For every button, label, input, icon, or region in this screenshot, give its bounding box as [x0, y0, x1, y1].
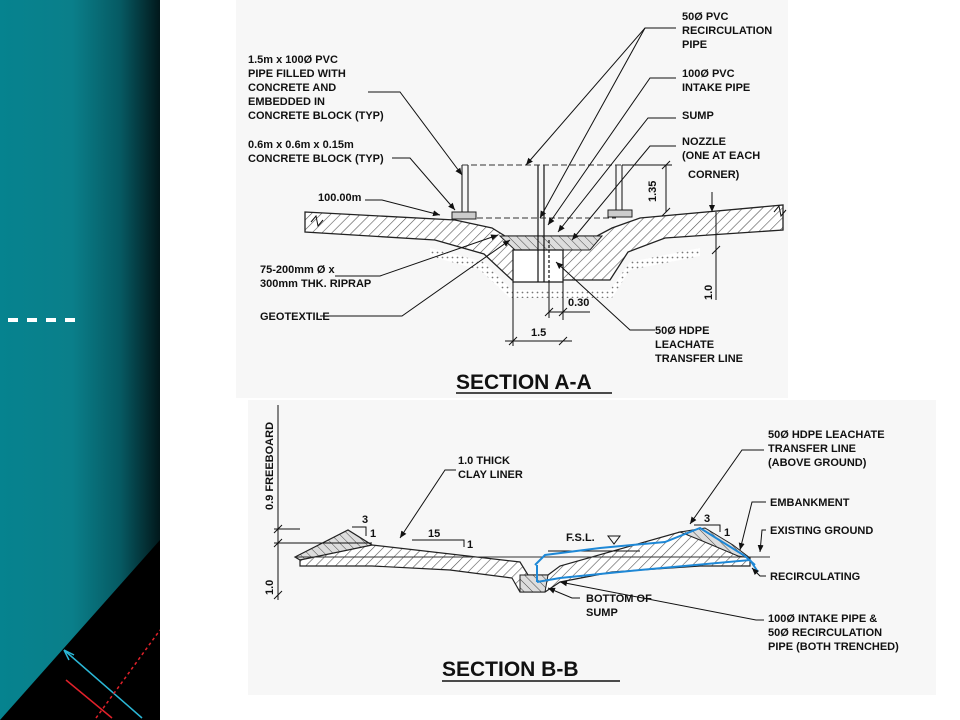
label-clay-liner: 1.0 THICK: [458, 455, 510, 467]
label-pvc-block: EMBEDDED IN: [248, 96, 325, 108]
dim-depth: 1.0: [703, 285, 715, 300]
label-hdpe: TRANSFER LINE: [655, 353, 743, 365]
leader-bb-hdpe: [689, 449, 764, 525]
section-bb-hdpe-pipe: [534, 526, 756, 566]
leader-hdpe: [555, 261, 655, 331]
dim-sump-width: 1.5: [531, 327, 546, 339]
leader-sump: [557, 117, 676, 233]
label-pvc-block: CONCRETE BLOCK (TYP): [248, 110, 384, 122]
section-bb-dimensions: [273, 405, 372, 600]
sidebar-decoration: [0, 540, 160, 720]
sidebar-panel: [0, 0, 160, 720]
label-bb-hdpe: TRANSFER LINE: [768, 443, 856, 455]
cyan-diagonal-line: [63, 649, 143, 719]
label-recirc-pipe: 50Ø PVC: [682, 11, 729, 23]
red-diagonal-line: [65, 679, 113, 719]
section-bb-intake-pipe: [536, 558, 759, 583]
break-symbol-left: [310, 214, 324, 228]
leader-intake-pipe: [547, 77, 676, 226]
label-hdpe: 50Ø HDPE: [655, 325, 709, 337]
black-wedge: [0, 540, 160, 720]
label-sump: SUMP: [682, 110, 714, 122]
red-dotted-line: [95, 629, 160, 719]
dim-offset: 0.30: [568, 297, 589, 309]
label-elevation: 100.00m: [318, 192, 362, 204]
leader-embankment: [738, 501, 766, 551]
section-aa-panel: [236, 0, 788, 398]
slope-right-run: 1: [724, 527, 730, 539]
slope-indicators: [352, 524, 721, 547]
label-recirc-pipe: RECIRCULATION: [682, 25, 772, 37]
section-bb-right-embankment: [678, 527, 751, 559]
label-geotextile: GEOTEXTILE: [260, 311, 330, 323]
slope-left-run: 1: [370, 528, 376, 540]
label-embankment: EMBANKMENT: [770, 497, 850, 509]
slope-left-rise: 3: [362, 514, 368, 526]
label-intake: 100Ø INTAKE PIPE &: [768, 613, 877, 625]
dim-height: 1.35: [647, 181, 659, 202]
cyan-arrow-head: [63, 649, 70, 661]
label-concrete-block: 0.6m x 0.6m x 0.15m: [248, 139, 354, 151]
engineering-drawing: 1.35 1.0 0.30 1.5 1.5m x 100Ø PVC PIPE F…: [236, 0, 936, 695]
dash-marker: [8, 318, 84, 322]
leader-riprap: [335, 234, 499, 277]
slope-right-rise: 3: [704, 513, 710, 525]
label-nozzle: (ONE AT EACH: [682, 150, 760, 162]
label-riprap: 300mm THK. RIPRAP: [260, 278, 371, 290]
section-bb-sump: [519, 574, 549, 593]
leader-recirculating: [751, 567, 766, 577]
dimension-width: [505, 282, 590, 346]
cyan-arrow-head: [63, 649, 75, 656]
label-clay-liner: CLAY LINER: [458, 469, 523, 481]
label-pvc-block: CONCRETE AND: [248, 82, 336, 94]
label-intake: PIPE (BOTH TRENCHED): [768, 641, 899, 653]
section-aa-concrete-block-left: [451, 211, 477, 220]
label-recirc-pipe: PIPE: [682, 39, 707, 51]
label-intake-pipe: INTAKE PIPE: [682, 82, 750, 94]
label-concrete-block: CONCRETE BLOCK (TYP): [248, 153, 384, 165]
label-bottom-sump: SUMP: [586, 607, 618, 619]
section-aa-concrete-block-right: [607, 209, 633, 218]
leader-bottom-sump: [547, 587, 580, 599]
label-existing-ground: EXISTING GROUND: [770, 525, 873, 537]
slope-floor-run: 15: [428, 528, 440, 540]
label-fsl: F.S.L.: [566, 532, 595, 544]
fsl-marker-icon: [607, 535, 621, 545]
leader-elevation: [365, 199, 441, 217]
leader-pvc-block: [368, 91, 463, 176]
break-symbol-right: [773, 204, 787, 218]
leader-clay-liner: [399, 469, 456, 539]
label-freeboard: 0.9 FREEBOARD: [264, 422, 276, 510]
label-depth: 1.0: [264, 580, 276, 595]
label-bb-hdpe: 50Ø HDPE LEACHATE: [768, 429, 885, 441]
slope-floor-rise: 1: [467, 539, 473, 551]
leader-intake: [559, 580, 764, 621]
label-recirculating: RECIRCULATING: [770, 571, 860, 583]
section-aa-riprap: [498, 235, 604, 251]
label-intake: 50Ø RECIRCULATION: [768, 627, 882, 639]
label-nozzle: CORNER): [688, 169, 740, 181]
section-bb-title: SECTION B-B: [442, 658, 579, 681]
label-bottom-sump: BOTTOM OF: [586, 593, 652, 605]
label-bb-hdpe: (ABOVE GROUND): [768, 457, 867, 469]
label-pvc-block: 1.5m x 100Ø PVC: [248, 54, 338, 66]
leader-recirc-pipe-2: [539, 27, 646, 219]
leader-concrete-block: [392, 157, 456, 211]
label-riprap: 75-200mm Ø x: [260, 264, 335, 276]
section-bb: 0.9 FREEBOARD 1.0 3 1 15 1 3 1 1.0 THICK…: [248, 400, 936, 695]
label-intake-pipe: 100Ø PVC: [682, 68, 735, 80]
section-aa-title: SECTION A-A: [456, 371, 592, 394]
section-aa-soil: [430, 248, 700, 298]
leader-existing-ground: [757, 529, 766, 553]
label-hdpe: LEACHATE: [655, 339, 714, 351]
section-aa: 1.35 1.0 0.30 1.5 1.5m x 100Ø PVC PIPE F…: [236, 0, 788, 398]
dimension-height: [622, 160, 721, 300]
leader-geotextile: [320, 239, 511, 317]
label-pvc-block: PIPE FILLED WITH: [248, 68, 346, 80]
leader-nozzle: [571, 145, 676, 241]
label-nozzle: NOZZLE: [682, 136, 726, 148]
